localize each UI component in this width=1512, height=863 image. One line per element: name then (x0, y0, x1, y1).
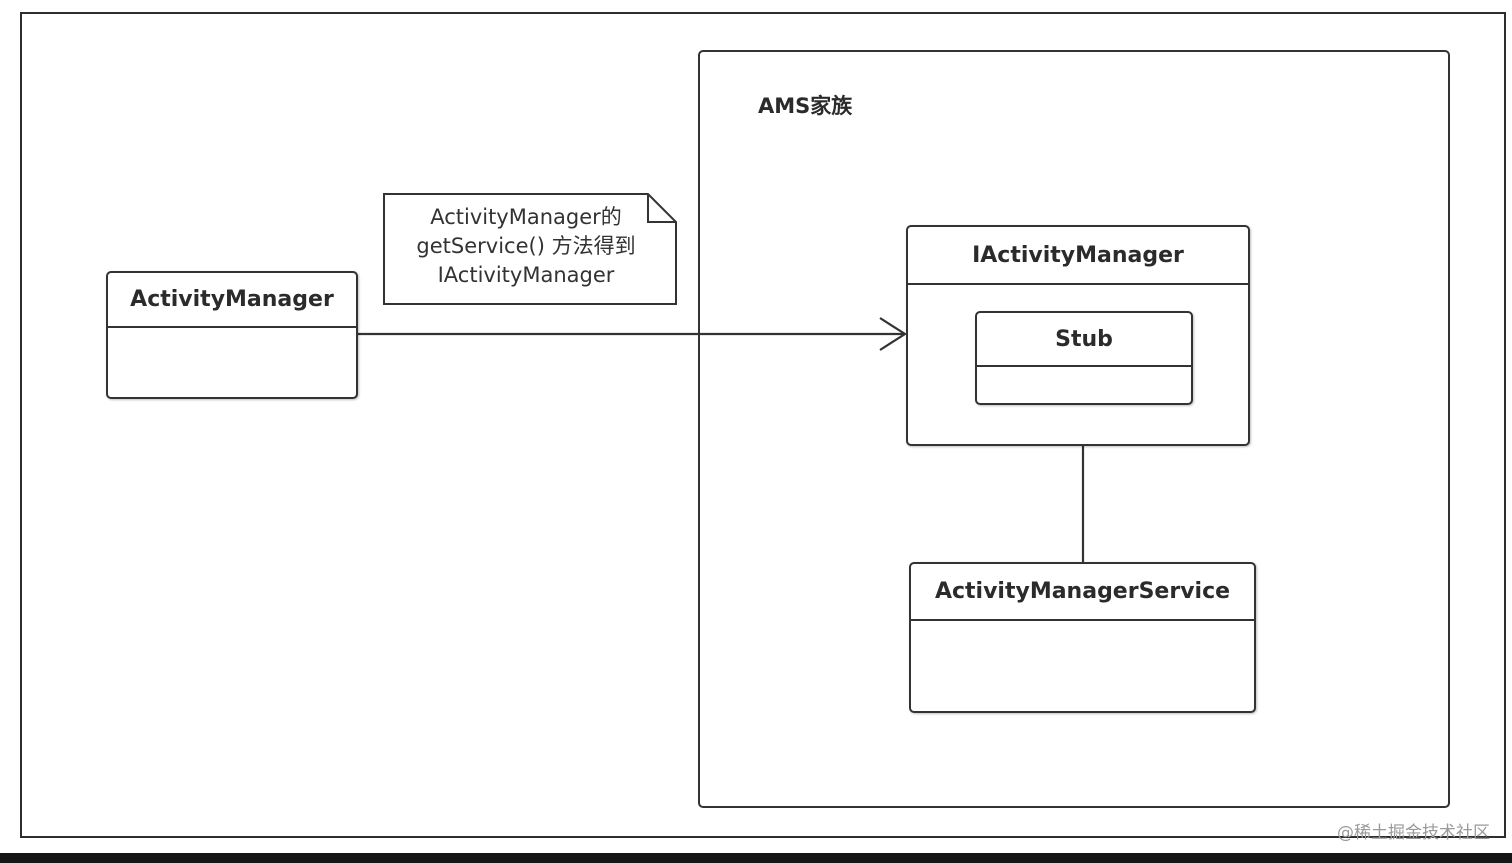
watermark: @稀土掘金技术社区 (1337, 823, 1490, 843)
note-shape (383, 193, 677, 305)
class-name: Stub (977, 313, 1191, 367)
note-fold (647, 194, 676, 223)
bottom-bar (0, 853, 1512, 863)
package-label: AMS家族 (758, 94, 853, 118)
class-name: ActivityManager (108, 273, 356, 328)
note-line-2: getService() 方法得到 (416, 234, 636, 258)
ams-family-package (698, 50, 1450, 808)
note-line-1: ActivityManager的 (430, 205, 622, 229)
class-name: IActivityManager (908, 227, 1248, 285)
class-stub: Stub (975, 311, 1193, 405)
class-activity-manager-service: ActivityManagerService (909, 562, 1256, 713)
class-name: ActivityManagerService (911, 564, 1254, 621)
note-text: ActivityManager的 getService() 方法得到 IActi… (386, 203, 666, 290)
note-line-3: IActivityManager (437, 263, 615, 287)
diagram-frame (20, 12, 1506, 838)
association-arrowhead (879, 317, 908, 351)
class-activity-manager: ActivityManager (106, 271, 358, 399)
